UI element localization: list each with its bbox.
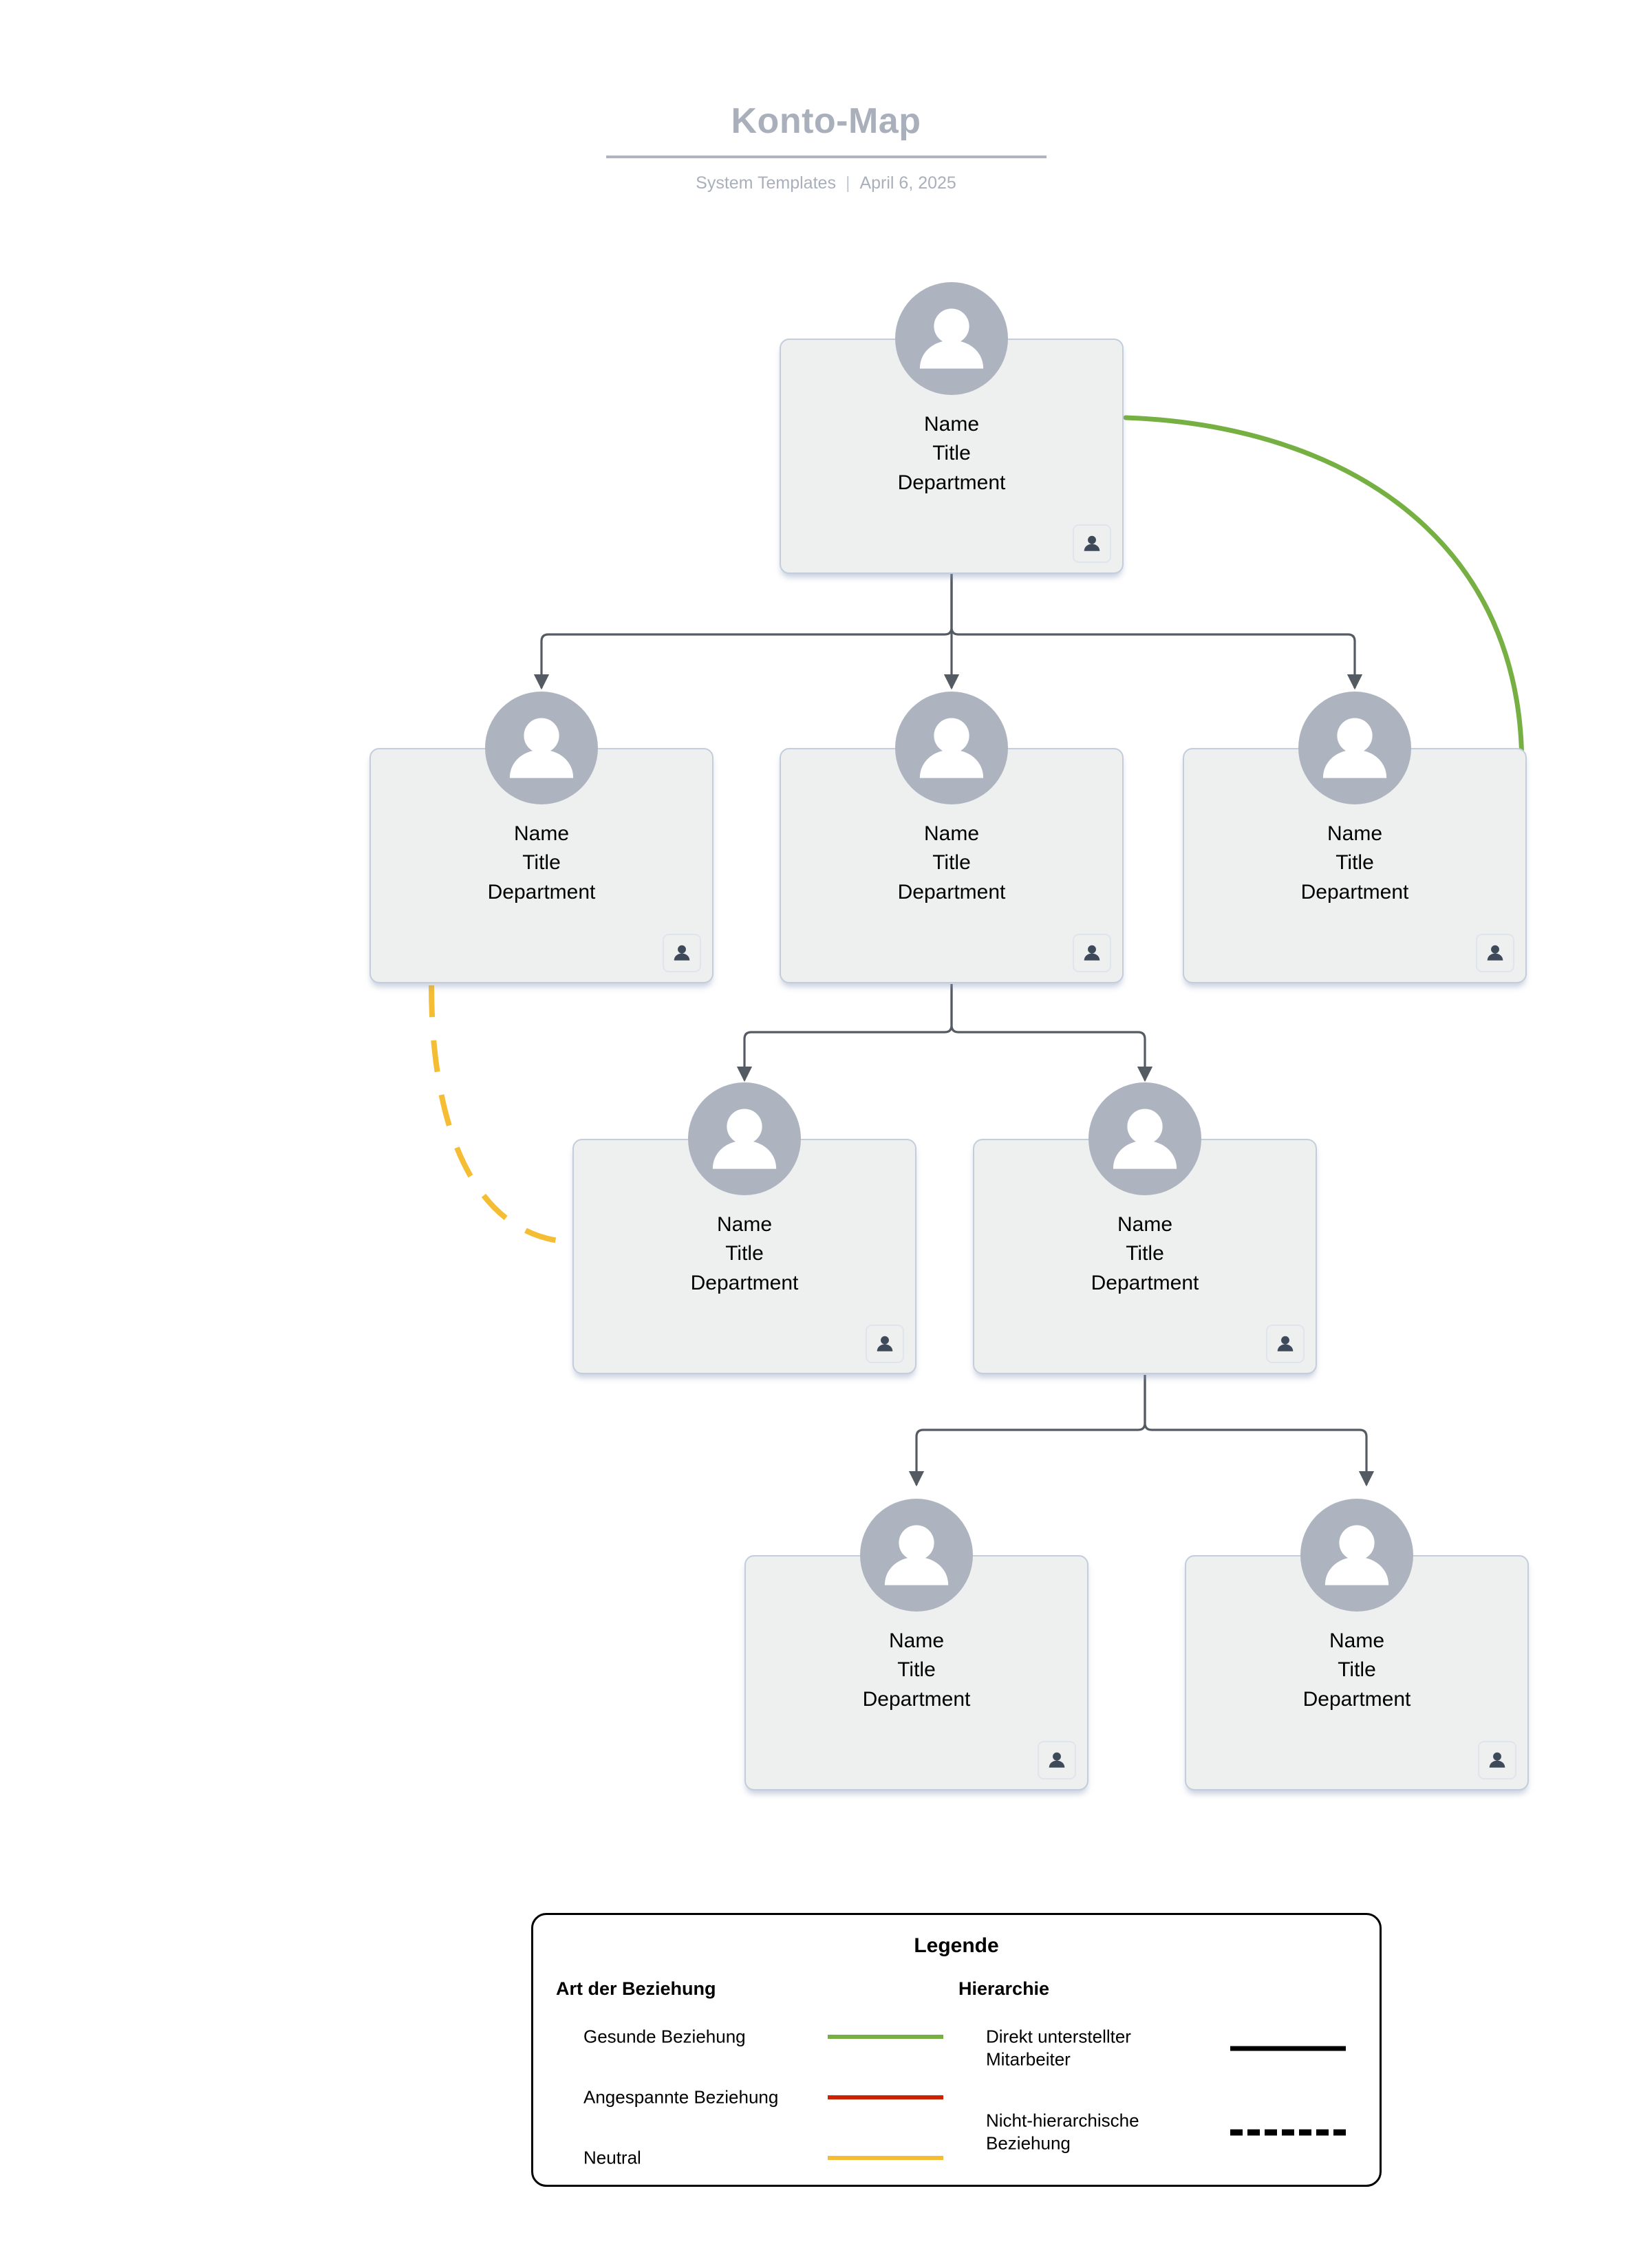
- node-department: Department: [897, 471, 1006, 494]
- node-title: Title: [932, 442, 971, 465]
- person-avatar-icon: [860, 1499, 973, 1612]
- legend-column-relationship-type: Art der Beziehung Gesunde Beziehung Ange…: [556, 1978, 969, 2188]
- node-name: Name: [1327, 822, 1383, 845]
- person-avatar-icon: [895, 692, 1008, 804]
- legend-item-non-hierarchical: Nicht-hierarchische Beziehung: [958, 2090, 1371, 2174]
- node-name: Name: [923, 413, 980, 436]
- org-node-n4[interactable]: Name Title Department: [1183, 692, 1527, 983]
- link-n6-n7: [908, 1375, 1146, 1487]
- node-department: Department: [1091, 1271, 1199, 1294]
- org-node-n6[interactable]: Name Title Department: [973, 1082, 1317, 1374]
- hierarchy-links-level2: [736, 984, 1153, 1082]
- person-avatar-icon: [1298, 692, 1411, 804]
- node-title: Title: [1335, 851, 1374, 875]
- node-title: Title: [932, 851, 971, 875]
- legend-panel: Legende Art der Beziehung Gesunde Bezieh…: [531, 1913, 1382, 2187]
- org-node-n2[interactable]: Name Title Department: [369, 692, 714, 983]
- person-badge-icon-button[interactable]: [663, 934, 701, 972]
- legend-heading: Hierarchie: [958, 1978, 1050, 1999]
- node-name: Name: [923, 822, 980, 845]
- person-badge-icon-button[interactable]: [1038, 1741, 1076, 1779]
- hierarchy-links-level3: [908, 1375, 1375, 1487]
- node-department: Department: [487, 880, 596, 903]
- node-labels: Name Title Department: [973, 1210, 1317, 1298]
- person-badge-icon-button[interactable]: [1073, 524, 1111, 563]
- legend-item-label: Nicht-hierarchische Beziehung: [986, 2110, 1139, 2154]
- person-badge-icon-button[interactable]: [866, 1325, 904, 1363]
- link-n1-n4: [950, 574, 1363, 690]
- link-n3-n6: [950, 984, 1153, 1082]
- node-name: Name: [513, 822, 570, 845]
- org-node-n1[interactable]: Name Title Department: [780, 282, 1124, 574]
- legend-swatch-direct-report: [1230, 2046, 1346, 2051]
- subtitle-source: System Templates: [696, 173, 836, 193]
- person-badge-icon-button[interactable]: [1266, 1325, 1305, 1363]
- page-subtitle: System Templates | April 6, 2025: [0, 173, 1652, 193]
- node-labels: Name Title Department: [369, 820, 714, 907]
- node-name: Name: [1329, 1629, 1385, 1652]
- legend-item-label: Neutral: [583, 2147, 641, 2168]
- legend-item-tense: Angespannte Beziehung: [556, 2067, 969, 2128]
- link-n1-n2: [533, 574, 953, 690]
- person-badge-icon-button[interactable]: [1478, 1741, 1516, 1779]
- node-title: Title: [897, 1658, 936, 1682]
- subtitle-separator: |: [845, 173, 850, 193]
- legend-item-healthy: Gesunde Beziehung: [556, 2007, 969, 2067]
- node-department: Department: [1302, 1687, 1411, 1711]
- person-avatar-icon: [895, 282, 1008, 395]
- page-header: Konto-Map System Templates | April 6, 2025: [0, 103, 1652, 193]
- node-department: Department: [897, 880, 1006, 903]
- link-n6-n8: [1144, 1375, 1375, 1487]
- node-labels: Name Title Department: [780, 820, 1124, 907]
- org-node-n8[interactable]: Name Title Department: [1185, 1499, 1529, 1790]
- node-department: Department: [1300, 880, 1409, 903]
- legend-column-hierarchy: Hierarchie Direkt unterstellter Mitarbei…: [958, 1978, 1371, 2174]
- node-name: Name: [1117, 1213, 1173, 1236]
- legend-swatch-neutral: [828, 2156, 943, 2160]
- person-badge-icon-button[interactable]: [1073, 934, 1111, 972]
- person-avatar-icon: [1088, 1082, 1201, 1195]
- legend-item-direct-report: Direkt unterstellter Mitarbeiter: [958, 2007, 1371, 2090]
- node-title: Title: [1126, 1242, 1164, 1265]
- node-labels: Name Title Department: [1183, 820, 1527, 907]
- legend-heading: Art der Beziehung: [556, 1978, 716, 1999]
- person-avatar-icon: [485, 692, 598, 804]
- org-node-n3[interactable]: Name Title Department: [780, 692, 1124, 983]
- org-node-n5[interactable]: Name Title Department: [572, 1082, 916, 1374]
- node-labels: Name Title Department: [744, 1627, 1088, 1714]
- person-badge-icon-button[interactable]: [1476, 934, 1514, 972]
- title-divider: [605, 156, 1047, 158]
- subtitle-date: April 6, 2025: [859, 173, 956, 193]
- node-title: Title: [522, 851, 561, 875]
- legend-swatch-non-hierarchical: [1230, 2129, 1346, 2136]
- node-title: Title: [1338, 1658, 1376, 1682]
- legend-swatch-tense: [828, 2095, 943, 2099]
- link-n3-n5: [736, 984, 953, 1082]
- relationship-link-neutral: [429, 985, 573, 1245]
- legend-swatch-healthy: [828, 2035, 943, 2039]
- legend-item-label: Gesunde Beziehung: [583, 2026, 746, 2047]
- org-node-n7[interactable]: Name Title Department: [744, 1499, 1088, 1790]
- node-name: Name: [716, 1213, 773, 1236]
- node-title: Title: [725, 1242, 764, 1265]
- node-labels: Name Title Department: [572, 1210, 916, 1298]
- person-avatar-icon: [688, 1082, 801, 1195]
- hierarchy-links-level1: [533, 574, 1363, 690]
- node-labels: Name Title Department: [1185, 1627, 1529, 1714]
- node-department: Department: [690, 1271, 799, 1294]
- legend-item-label: Direkt unterstellter Mitarbeiter: [986, 2026, 1131, 2070]
- node-name: Name: [888, 1629, 945, 1652]
- page-title: Konto-Map: [731, 101, 921, 141]
- legend-title: Legende: [914, 1934, 999, 1957]
- person-avatar-icon: [1300, 1499, 1413, 1612]
- legend-item-neutral: Neutral: [556, 2128, 969, 2188]
- legend-item-label: Angespannte Beziehung: [583, 2086, 779, 2108]
- node-department: Department: [862, 1687, 971, 1711]
- node-labels: Name Title Department: [780, 410, 1124, 498]
